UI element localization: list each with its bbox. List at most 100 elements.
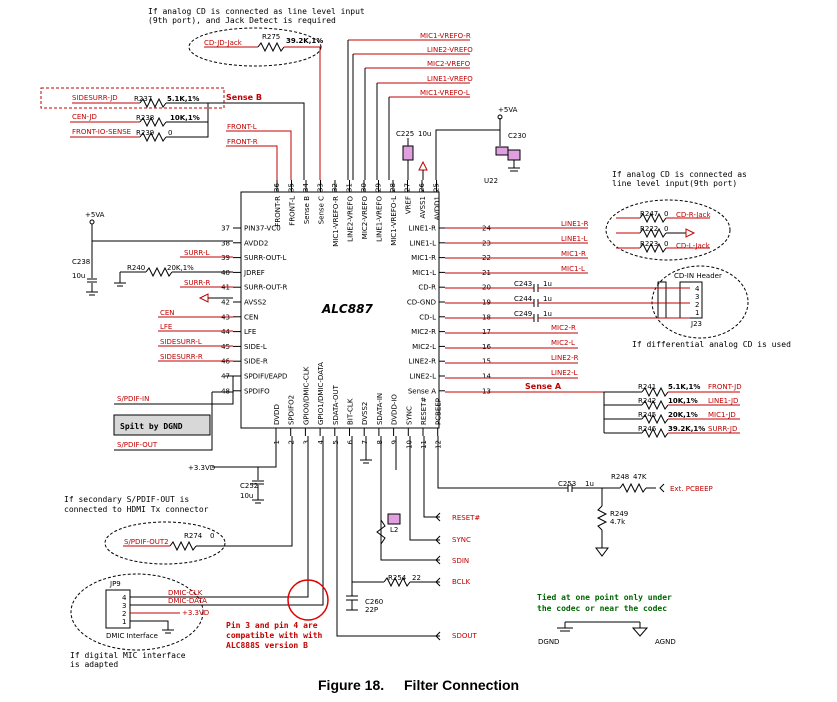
net-sense-b: Sense B (226, 93, 262, 102)
net-lfe: LFE (160, 323, 172, 331)
top-pin-name: LINE1-VREFO (376, 196, 384, 242)
r223-ref: R223 (640, 240, 658, 248)
top-pin-name: FRONT-R (274, 196, 282, 227)
top-pin-number: 29 (375, 183, 383, 192)
c249-ref: C249 (514, 310, 532, 318)
left-pin-number: 45 (221, 343, 230, 351)
top-pin-name: Sense C (318, 196, 326, 224)
left-pin-name: SPDIFI/EAPD (244, 373, 287, 381)
note-diff-cd: If differential analog CD is used (632, 340, 791, 349)
c253-value: 1u (585, 480, 594, 488)
r237-value: 5.1K,1% (167, 95, 199, 103)
net-spdif-out: S/PDIF-OUT (117, 441, 158, 449)
note-cd-right-2: line level input(9th port) (612, 179, 737, 188)
bottom-pin-name: RESET# (420, 397, 428, 425)
pin34-highlight-circle (287, 579, 329, 621)
left-pin-number: 37 (221, 225, 230, 233)
right-pin-number: 18 (482, 313, 491, 321)
left-pin-name: JDREF (243, 269, 265, 277)
c244-ref: C244 (514, 295, 533, 303)
j23-ref: J23 (690, 320, 702, 328)
net-line1-vrefo: LINE1-VREFO (427, 75, 473, 83)
net-mic2-vrefo: MIC2-VREFO (427, 60, 471, 68)
bottom-pin-name: SDATA-IN (376, 393, 384, 425)
figure-number: Figure 18. (318, 677, 384, 693)
u22-ref: U22 (484, 177, 498, 185)
note-cd-top-2: (9th port), and Jack Detect is required (148, 16, 336, 25)
codec-chip-body (240, 191, 440, 429)
net-sidesurr-jd: SIDESURR-JD (72, 94, 118, 102)
net-line1-r: LINE1-R (561, 220, 589, 228)
power-dgnd: DGND (538, 638, 559, 646)
r274-ref: R274 (184, 532, 203, 540)
net-front-l: FRONT-L (227, 123, 257, 131)
power-33vd-dmic: +3.3VD (182, 609, 209, 617)
r240-ref: R240 (127, 264, 145, 272)
left-pin-name: SIDE-R (244, 358, 268, 366)
top-pin-number: 33 (317, 183, 325, 192)
c249-value: 1u (543, 310, 552, 318)
bottom-pin-number: 4 (317, 439, 325, 444)
note-pin34-2: compatible with with (226, 630, 323, 640)
bottom-pin-number: 9 (391, 440, 399, 444)
net-cd-l-jack: CD-L-Jack (676, 242, 711, 250)
bottom-pin-name: DVDD-IO (391, 394, 399, 425)
r275-value: 39.2K,1% (286, 37, 323, 45)
net-cd-jd: CD-JD-Jack (204, 39, 243, 47)
top-pin-number: 26 (418, 183, 426, 192)
l2-part (387, 513, 401, 525)
right-pin-name: MIC1-R (411, 254, 436, 262)
note-dmic-2: is adapted (70, 660, 118, 669)
r242-value: 10K,1% (668, 397, 698, 405)
right-pin-number: 14 (482, 373, 491, 381)
note-spdif2-1: If secondary S/PDIF-OUT is (64, 495, 189, 504)
left-pin-name: SURR-OUT-L (244, 254, 287, 262)
net-cen-jd: CEN-JD (72, 113, 97, 121)
cd-jd-ellipse (188, 27, 322, 67)
jp9-pin1: 1 (122, 618, 126, 626)
right-pin-name: CD-R (418, 284, 436, 292)
right-pin-name: MIC1-L (412, 269, 436, 277)
note-pin34-3: ALC888S version B (226, 640, 308, 650)
dmic-interface-label: DMIC Interface (106, 632, 158, 640)
agnd-symbol-vref (418, 160, 428, 171)
right-pin-number: 17 (482, 328, 491, 336)
net-cd-r-jack: CD-R-Jack (676, 211, 712, 219)
spilt-dgnd-box (113, 414, 211, 436)
left-pin-name: PIN37-VC0 (244, 225, 281, 233)
net-sync: SYNC (452, 536, 471, 544)
top-pin-number: 28 (389, 183, 397, 192)
net-dmic-data: DMIC-DATA (168, 597, 207, 605)
r274-value: 0 (210, 532, 214, 540)
net-cen: CEN (160, 309, 175, 317)
right-pin-name: LINE2-R (409, 358, 437, 366)
bottom-pin-number: 5 (332, 440, 340, 444)
net-dmic-clk: DMIC-CLK (168, 589, 203, 597)
c225-value: 10u (418, 130, 431, 138)
top-pin-name: MIC2-VREFO (361, 196, 369, 240)
jp9-ref: JP9 (109, 580, 121, 588)
note-cd-right-1: If analog CD is connected as (612, 170, 747, 179)
jp9-pin3: 3 (122, 602, 126, 610)
left-pin-name: SURR-OUT-R (244, 284, 288, 292)
top-pin-name: MIC1-VREFO-R (332, 196, 340, 247)
c260-value: 22P (365, 606, 378, 614)
right-pin-group: 24LINE1-R23LINE1-L22MIC1-R21MIC1-L20CD-R… (407, 225, 492, 396)
j23-pin3: 3 (695, 293, 699, 301)
net-mic1-l: MIC1-L (561, 265, 585, 273)
r246-ref: R246 (638, 425, 657, 433)
l2-ref: L2 (390, 526, 398, 534)
r241-value: 5.1K,1% (668, 383, 700, 391)
net-ext-pcbeep: Ext. PCBEEP (670, 485, 713, 493)
c244-value: 1u (543, 295, 552, 303)
net-surr-l: SURR-L (184, 249, 210, 257)
top-pin-number: 34 (302, 183, 310, 192)
net-line1-jd: LINE1-JD (708, 397, 738, 405)
c243-value: 1u (543, 280, 552, 288)
note-tied-1: Tied at one point only under (537, 592, 672, 602)
top-pin-name: LINE2-VREFO (347, 196, 355, 242)
r242-ref: R242 (638, 397, 656, 405)
left-pin-name: SPDIFO (244, 387, 270, 395)
net-line2-vrefo: LINE2-VREFO (427, 46, 473, 54)
